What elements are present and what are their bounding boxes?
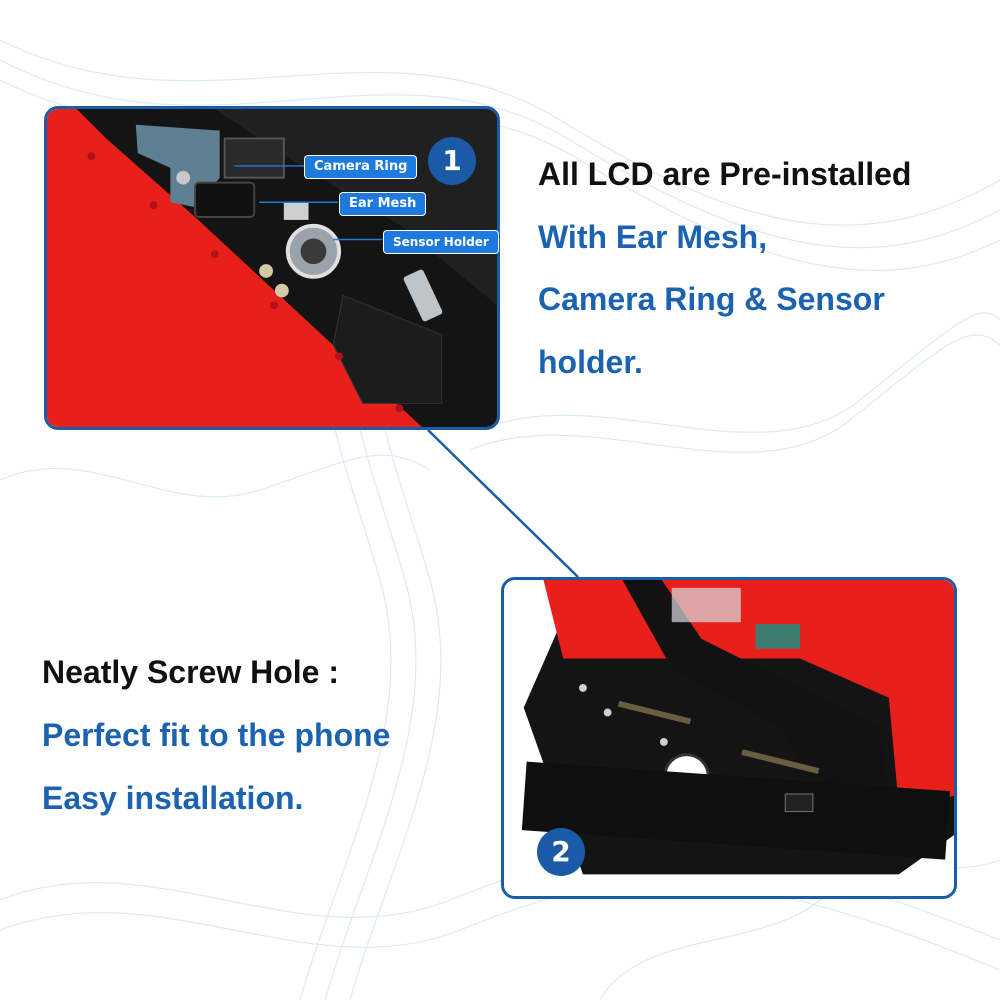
heading-screw-hole: Neatly Screw Hole : bbox=[42, 654, 339, 690]
feature-line: With Ear Mesh, bbox=[538, 218, 768, 255]
callout-sensor-holder: Sensor Holder bbox=[384, 231, 498, 253]
feature-line: Easy installation. bbox=[42, 780, 304, 816]
callout-ear-mesh: Ear Mesh bbox=[340, 193, 426, 215]
feature-text-preinstalled: All LCD are Pre-installed With Ear Mesh,… bbox=[538, 154, 911, 404]
earpiece-closeup-image bbox=[47, 109, 497, 427]
feature-line: Perfect fit to the phone bbox=[42, 717, 391, 753]
closeup-photo-earpiece bbox=[44, 106, 500, 430]
heading-preinstalled: All LCD are Pre-installed bbox=[538, 156, 912, 192]
screw-hole-closeup-image bbox=[504, 580, 954, 896]
closeup-photo-screw-holes bbox=[501, 577, 957, 899]
callout-camera-ring: Camera Ring bbox=[305, 156, 417, 178]
step-badge-1: 1 bbox=[428, 137, 476, 185]
step-badge-2: 2 bbox=[537, 828, 585, 876]
feature-text-screw-hole: Neatly Screw Hole : Perfect fit to the p… bbox=[42, 652, 390, 841]
feature-line: Camera Ring & Sensor bbox=[538, 281, 885, 317]
feature-line: holder. bbox=[538, 343, 643, 380]
